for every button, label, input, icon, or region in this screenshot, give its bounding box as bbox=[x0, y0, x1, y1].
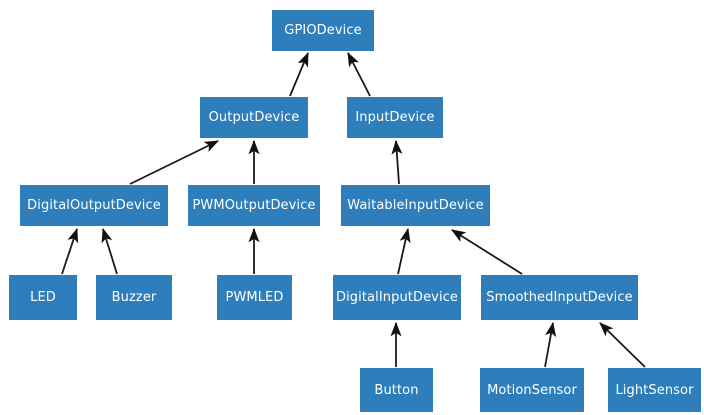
class-node-label: LED bbox=[30, 290, 56, 305]
inheritance-arrow-motionsensor-to-smoothedinputdevice bbox=[544, 321, 557, 368]
class-node-label: MotionSensor bbox=[487, 382, 577, 398]
inheritance-arrow-buzzer-to-digitaloutputdevice bbox=[101, 227, 118, 275]
class-node-waitableinputdevice[interactable]: WaitableInputDevice bbox=[341, 185, 490, 226]
class-node-motionsensor[interactable]: MotionSensor bbox=[480, 368, 584, 412]
class-node-label: Button bbox=[374, 382, 419, 398]
class-node-buzzer[interactable]: Buzzer bbox=[96, 275, 172, 320]
class-node-digitaloutputdevice[interactable]: DigitalOutputDevice bbox=[20, 185, 168, 226]
class-node-label: WaitableInputDevice bbox=[347, 198, 484, 213]
class-node-lightsensor[interactable]: LightSensor bbox=[608, 368, 701, 412]
class-node-smoothedinputdevice[interactable]: SmoothedInputDevice bbox=[481, 275, 638, 320]
class-node-pwmoutputdevice[interactable]: PWMOutputDevice bbox=[188, 185, 320, 226]
inheritance-arrow-smoothedinputdevice-to-waitableinputdevice bbox=[451, 229, 523, 275]
class-node-inputdevice[interactable]: InputDevice bbox=[347, 97, 443, 138]
class-node-label: DigitalInputDevice bbox=[335, 290, 459, 305]
class-node-label: Buzzer bbox=[111, 290, 157, 305]
class-node-button[interactable]: Button bbox=[360, 368, 433, 412]
class-node-label: OutputDevice bbox=[208, 110, 300, 125]
inheritance-arrow-led-to-digitaloutputdevice bbox=[61, 227, 79, 275]
class-node-label: PWMOutputDevice bbox=[192, 198, 316, 213]
inheritance-arrow-lightsensor-to-smoothedinputdevice bbox=[599, 322, 646, 368]
inheritance-arrow-waitableinputdevice-to-inputdevice bbox=[391, 139, 403, 185]
class-node-led[interactable]: LED bbox=[9, 275, 77, 320]
class-node-digitalinputdevice[interactable]: DigitalInputDevice bbox=[333, 275, 461, 320]
class-node-label: LightSensor bbox=[615, 382, 694, 398]
inheritance-arrow-outputdevice-to-gpiodevice bbox=[289, 52, 309, 97]
class-node-label: SmoothedInputDevice bbox=[486, 290, 633, 305]
inheritance-arrow-digitalinputdevice-to-waitableinputdevice bbox=[397, 227, 411, 275]
class-node-label: PWMLED bbox=[225, 290, 284, 305]
class-node-label: GPIODevice bbox=[284, 23, 362, 38]
class-node-label: InputDevice bbox=[355, 110, 435, 125]
inheritance-arrow-digitaloutputdevice-to-outputdevice bbox=[129, 140, 219, 185]
class-node-gpiodevice[interactable]: GPIODevice bbox=[272, 10, 374, 51]
class-node-outputdevice[interactable]: OutputDevice bbox=[200, 97, 308, 138]
inheritance-arrow-inputdevice-to-gpiodevice bbox=[347, 52, 371, 97]
class-node-label: DigitalOutputDevice bbox=[27, 198, 161, 213]
class-node-pwmled[interactable]: PWMLED bbox=[217, 275, 292, 320]
